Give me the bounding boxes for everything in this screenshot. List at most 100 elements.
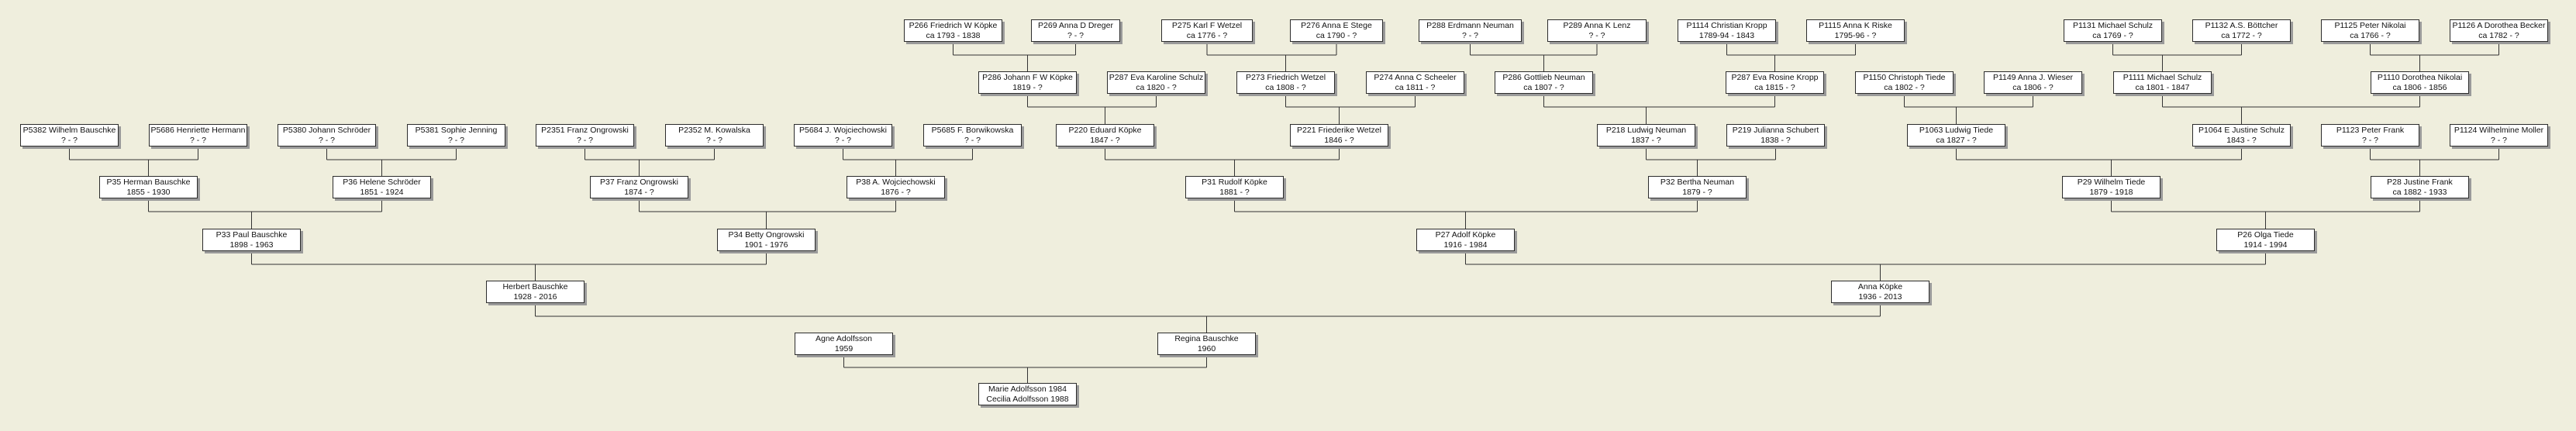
person-name: P1126 A Dorothea Becker — [2452, 20, 2546, 30]
person-name: P1064 E Justine Schulz — [2198, 125, 2285, 135]
person-name: P1124 Wilhelmine Moller — [2454, 125, 2544, 135]
person-name: Marie Adolfsson 1984 — [988, 384, 1067, 394]
person-dates: ca 1827 - ? — [1936, 135, 1977, 145]
person-name: P5381 Sophie Jenning — [415, 125, 498, 135]
person-dates: ? - ? — [2490, 135, 2507, 145]
person-box-p269[interactable]: P269 Anna D Dreger? - ? — [1031, 19, 1120, 42]
person-name: P218 Ludwig Neuman — [1605, 125, 1687, 135]
person-box-p2352[interactable]: P2352 M. Kowalska? - ? — [665, 124, 764, 147]
person-dates: 1795-96 - ? — [1834, 30, 1877, 40]
person-name: P27 Adolf Köpke — [1435, 229, 1496, 240]
person-dates: ca 1769 - ? — [2092, 30, 2133, 40]
person-dates: ? - ? — [189, 135, 206, 145]
person-name: P219 Julianna Schubert — [1732, 125, 1819, 135]
person-dates: 1960 — [1197, 343, 1216, 353]
person-dates: ca 1801 - 1847 — [2135, 82, 2190, 92]
person-box-p5382[interactable]: P5382 Wilhelm Bauschke? - ? — [20, 124, 119, 147]
person-dates: 1936 - 2013 — [1858, 291, 1902, 302]
person-dates: 1855 - 1930 — [126, 187, 171, 197]
person-dates: 1916 - 1984 — [1443, 240, 1488, 250]
person-dates: ca 1802 - ? — [1884, 82, 1925, 92]
person-name: P36 Helene Schröder — [343, 177, 421, 187]
person-box-p289[interactable]: P289 Anna K Lenz? - ? — [1547, 19, 1647, 42]
person-name: P1149 Anna J. Wieser — [1992, 72, 2074, 82]
person-box-p5380[interactable]: P5380 Johann Schröder? - ? — [278, 124, 376, 147]
person-name: P31 Rudolf Köpke — [1202, 177, 1267, 187]
person-name: Regina Bauschke — [1174, 333, 1239, 343]
person-dates: ? - ? — [1588, 30, 1605, 40]
person-box-p5685[interactable]: P5685 F. Borwikowska? - ? — [923, 124, 1022, 147]
person-box-p288[interactable]: P288 Erdmann Neuman? - ? — [1419, 19, 1522, 42]
person-name: P5686 Henriette Hermann — [150, 125, 246, 135]
person-name: P38 A. Wojciechowski — [856, 177, 936, 187]
person-name: P34 Betty Ongrowski — [728, 229, 805, 240]
person-box-p5686[interactable]: P5686 Henriette Hermann? - ? — [149, 124, 247, 147]
person-name: P287 Eva Karoline Schulz — [1109, 72, 1204, 82]
person-box-p5684[interactable]: P5684 J. Wojciechowski? - ? — [794, 124, 892, 147]
person-name: Agne Adolfsson — [816, 333, 872, 343]
person-dates: ? - ? — [964, 135, 981, 145]
person-dates: ca 1807 - ? — [1523, 82, 1564, 92]
person-dates: ? - ? — [2361, 135, 2378, 145]
person-dates: 1837 - ? — [1631, 135, 1661, 145]
person-box-p1123[interactable]: P1123 Peter Frank? - ? — [2321, 124, 2419, 147]
person-name: P220 Eduard Köpke — [1068, 125, 1142, 135]
person-name: P1150 Christoph Tiede — [1863, 72, 1946, 82]
person-box-p5381[interactable]: P5381 Sophie Jenning? - ? — [407, 124, 505, 147]
person-name: P221 Friederike Wetzel — [1297, 125, 1381, 135]
person-name: P28 Justine Frank — [2387, 177, 2453, 187]
person-name: P37 Franz Ongrowski — [600, 177, 678, 187]
person-name: P286 Gottlieb Neuman — [1502, 72, 1585, 82]
person-box-p1124[interactable]: P1124 Wilhelmine Moller? - ? — [2450, 124, 2548, 147]
person-name: P2351 Franz Ongrowski — [541, 125, 629, 135]
person-box-p2351[interactable]: P2351 Franz Ongrowski? - ? — [536, 124, 634, 147]
person-name: Anna Köpke — [1857, 281, 1903, 291]
person-name: P5685 F. Borwikowska — [931, 125, 1014, 135]
person-dates: 1819 - ? — [1012, 82, 1043, 92]
person-dates: ca 1815 - ? — [1754, 82, 1795, 92]
person-dates: 1914 - 1994 — [2243, 240, 2288, 250]
